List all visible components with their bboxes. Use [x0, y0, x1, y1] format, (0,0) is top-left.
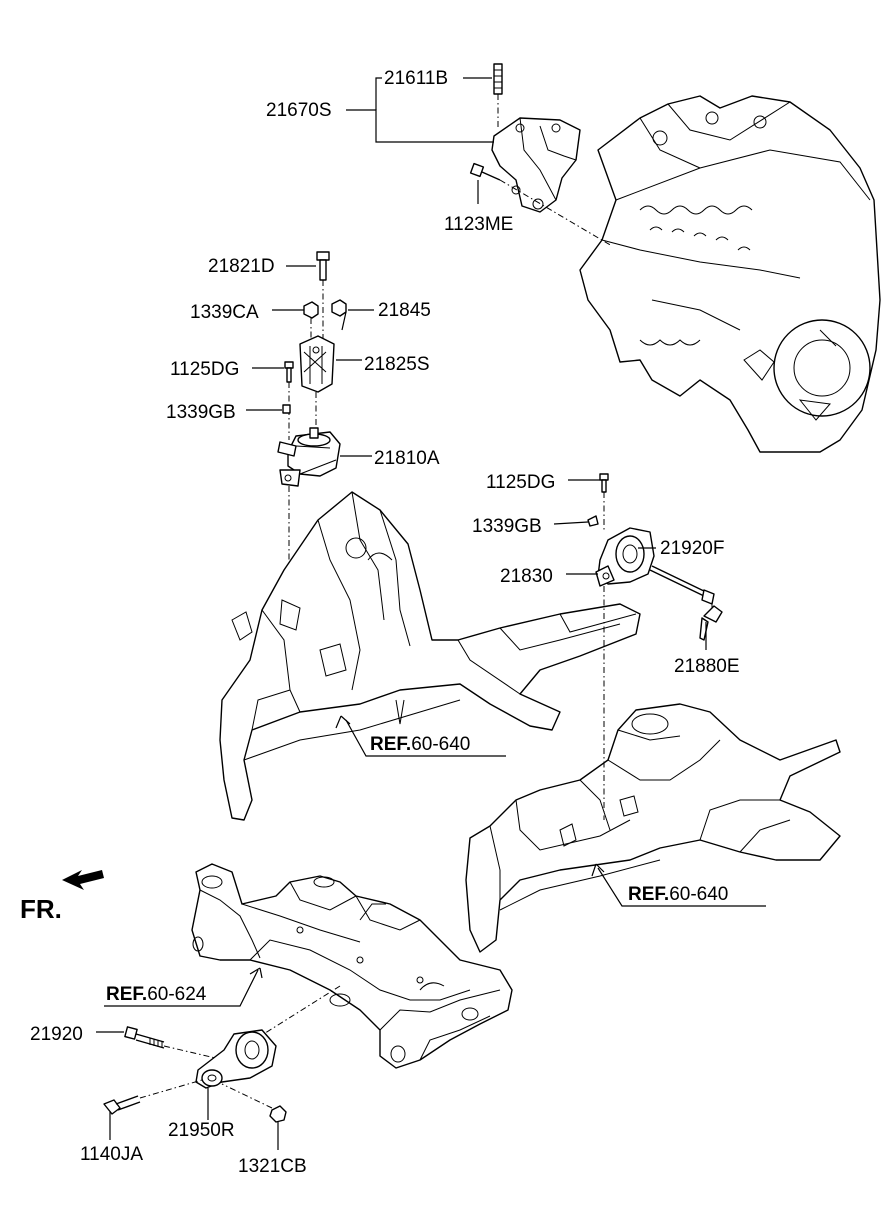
label-21845: 21845 — [378, 300, 431, 321]
label-21825s: 21825S — [364, 354, 430, 375]
label-1321cb: 1321CB — [238, 1156, 307, 1177]
label-1123me: 1123ME — [444, 214, 513, 235]
engine-block — [579, 95, 881, 453]
label-21611b: 21611B — [384, 68, 448, 89]
nut-21845 — [331, 299, 347, 317]
label-21670s: 21670S — [266, 100, 332, 121]
bracket-21825s — [299, 335, 335, 432]
label-1125dg-left: 1125DG — [170, 359, 239, 380]
insulator-21950r — [195, 1029, 277, 1089]
nut-1321cb — [221, 1083, 287, 1123]
label-fr: FR. — [20, 894, 62, 924]
left-body-structure — [219, 491, 641, 821]
bolt-1140ja — [103, 1079, 203, 1115]
bolt-1123me — [469, 162, 613, 247]
ref-number-1: 60-640 — [411, 734, 470, 755]
stud-21611b — [493, 63, 503, 95]
nut-1339gb-left — [282, 404, 291, 414]
bracket-21880e — [699, 602, 723, 641]
nut-1339ca — [303, 301, 319, 340]
label-ref-60-640-right: REF.60-640 — [628, 884, 728, 905]
ref-number-3: 60-624 — [147, 984, 207, 1005]
label-21920: 21920 — [30, 1024, 83, 1045]
label-21830: 21830 — [500, 566, 553, 587]
insulator-21830 — [595, 527, 655, 820]
label-21880e: 21880E — [674, 656, 740, 677]
ref-prefix-3: REF. — [106, 984, 147, 1005]
bolt-21920 — [124, 1026, 225, 1061]
label-1339gb-right: 1339GB — [472, 516, 542, 537]
insulator-21810a — [277, 427, 341, 640]
label-21950r: 21950R — [168, 1120, 235, 1141]
bolt-1125dg-right — [599, 473, 609, 530]
label-21920f: 21920F — [660, 538, 724, 559]
label-1339gb-left: 1339GB — [166, 402, 236, 423]
leader-lines — [96, 77, 766, 1150]
engine-bracket-21670s — [491, 63, 581, 213]
label-1125dg-right: 1125DG — [486, 472, 555, 493]
label-ref-60-640-left: REF.60-640 — [370, 734, 470, 755]
label-ref-60-624: REF.60-624 — [106, 984, 207, 1005]
ref-prefix-1: REF. — [370, 734, 411, 755]
nut-1339gb-right — [587, 515, 599, 527]
ref-prefix-2: REF. — [628, 884, 669, 905]
label-21821d: 21821D — [208, 256, 275, 277]
bolt-21920f — [649, 565, 715, 605]
bolt-21821d — [316, 251, 330, 344]
bolt-1125dg-left — [284, 361, 294, 440]
label-1140ja: 1140JA — [80, 1144, 143, 1165]
front-direction-arrow — [62, 870, 104, 890]
sub-frame — [191, 863, 513, 1075]
label-21810a: 21810A — [374, 448, 440, 469]
ref-number-2: 60-640 — [669, 884, 728, 905]
label-1339ca: 1339CA — [190, 302, 259, 323]
right-body-structure — [465, 703, 841, 953]
